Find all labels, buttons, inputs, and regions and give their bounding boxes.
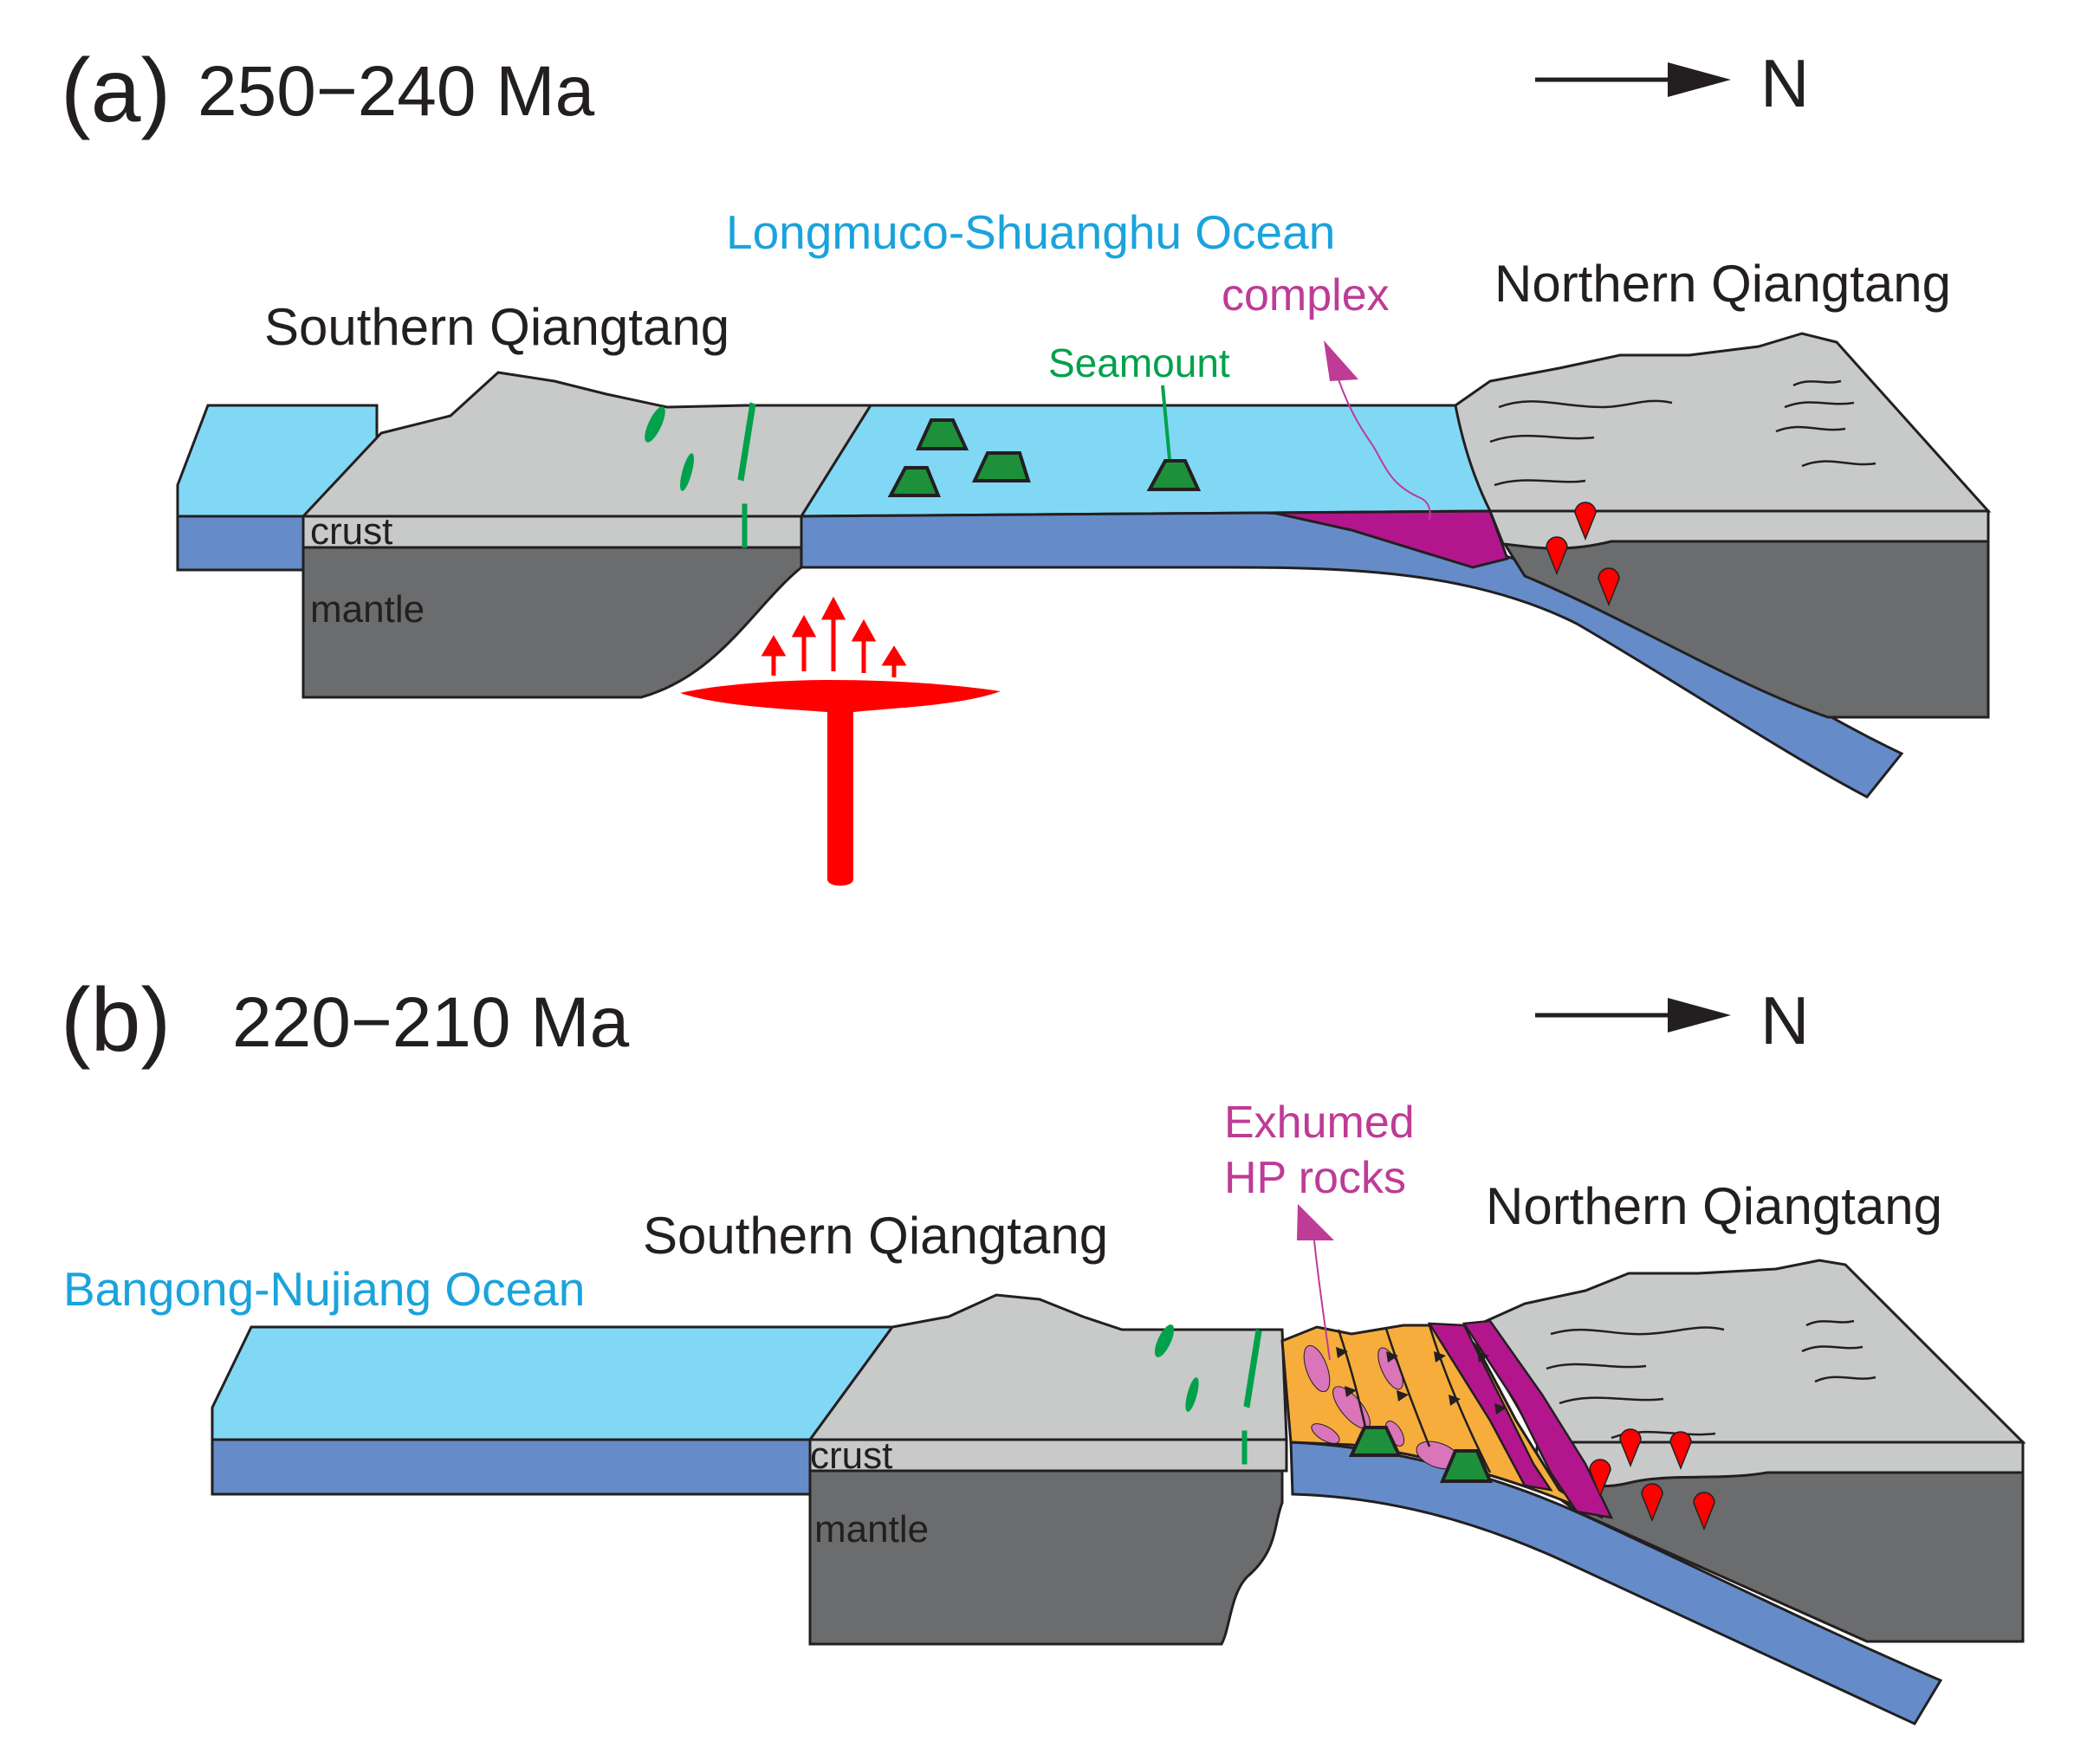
southern-block-b	[807, 1293, 1288, 1441]
complex-leader-a	[1338, 379, 1431, 521]
northern-label-b: Northern Qiangtang	[1486, 1177, 1942, 1235]
panel-b-letter: (b)	[61, 970, 171, 1071]
ocean-label-a: Longmuco-Shuanghu Ocean	[726, 205, 1335, 259]
arrow-head-icon	[1668, 62, 1731, 97]
mantle-plume-a	[680, 596, 1001, 886]
seamounts-b	[1348, 1426, 1494, 1483]
mantle-label-b: mantle	[814, 1508, 929, 1551]
north-arrow-b: N	[1535, 982, 1809, 1059]
oceanic-crust-left-a	[176, 515, 305, 572]
northern-mantle-a	[1500, 540, 1990, 719]
crust-label-a: crust	[310, 510, 392, 553]
north-label-b: N	[1760, 982, 1809, 1059]
seamount-icon	[1348, 1426, 1403, 1457]
fold-lines-b	[1546, 1319, 1876, 1440]
exhumed-leader-b	[1313, 1240, 1331, 1361]
magma-drops-b	[1589, 1428, 1715, 1531]
complex-label-a: complex	[1222, 270, 1390, 320]
hp-rocks-wedge-b	[1462, 1319, 1614, 1519]
seamount-label-a: Seamount	[1048, 340, 1230, 385]
seamount-icon	[971, 451, 1031, 482]
exhumed-pointer-icon	[1297, 1204, 1334, 1240]
mantle-label-a: mantle	[310, 588, 425, 631]
panel-b: (b) 220−210 Ma N	[61, 970, 2026, 1725]
seamount-icon	[1146, 459, 1202, 491]
seamounts-a	[887, 418, 1202, 497]
northern-label-a: Northern Qiangtang	[1494, 255, 1951, 313]
panel-a-age: 250−240 Ma	[198, 52, 595, 131]
southern-block-a	[300, 371, 873, 518]
dikes-a	[645, 402, 756, 548]
northern-block-a	[1454, 332, 1992, 513]
oceanic-crust-b	[211, 1438, 812, 1496]
ocean-water-b	[211, 1325, 895, 1441]
panel-a-letter: (a)	[61, 41, 171, 141]
seamount-leader-a	[1161, 385, 1171, 460]
southern-label-b: Southern Qiangtang	[643, 1207, 1108, 1265]
north-arrow-a: N	[1535, 45, 1809, 121]
southern-mantle-b	[808, 1469, 1284, 1646]
panel-b-age: 220−210 Ma	[232, 983, 630, 1062]
southern-mantle-a	[301, 544, 803, 699]
exhumed-label-line2: HP rocks	[1224, 1153, 1406, 1203]
thrust-ticks-b	[1336, 1347, 1507, 1415]
fold-lines-a	[1489, 379, 1876, 487]
panel-a: (a) 250−240 Ma N	[61, 41, 1992, 886]
dikes-b	[1154, 1324, 1262, 1465]
arrow-head-icon	[1668, 998, 1731, 1033]
seamount-icon	[1439, 1449, 1494, 1483]
southern-label-a: Southern Qiangtang	[264, 298, 729, 356]
seamount-icon	[915, 418, 969, 450]
accretionary-complex-a	[1273, 509, 1509, 569]
seamount-icon	[887, 466, 941, 497]
subducting-slab-a	[800, 511, 1904, 799]
north-label-a: N	[1760, 45, 1809, 121]
ocean-water-central-a	[799, 404, 1493, 518]
complex-pointer-icon	[1324, 340, 1358, 381]
subducting-slab-b	[1289, 1440, 1943, 1725]
exhumed-label-line1: Exhumed	[1224, 1097, 1415, 1148]
hp-rocks-band-b	[1427, 1322, 1553, 1492]
crust-label-b: crust	[810, 1434, 892, 1477]
ocean-label-b: Bangong-Nujiang Ocean	[63, 1262, 585, 1316]
magma-drops-a	[1546, 502, 1620, 607]
